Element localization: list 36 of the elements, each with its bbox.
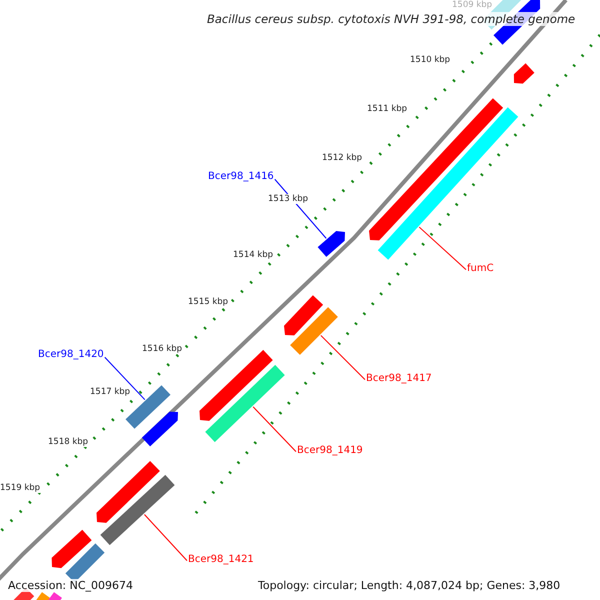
gene-block-pointed: [369, 98, 504, 240]
gene-block: [205, 364, 285, 442]
tick-label: 1512 kbp: [322, 153, 362, 163]
tick-label: 1509 kbp: [452, 0, 492, 10]
tick-label: 1517 kbp: [90, 387, 130, 397]
gene-block-pointed: [52, 530, 92, 568]
tick-label: 1516 kbp: [142, 344, 182, 354]
tick-label: 1510 kbp: [410, 55, 450, 65]
gene-block-pointed: [142, 412, 178, 446]
gene-block-pointed: [318, 231, 345, 257]
gene-label: Bcer98_1421: [188, 554, 254, 565]
accession-text: Accession: NC_009674: [8, 579, 134, 592]
tick-label: 1514 kbp: [233, 250, 274, 260]
leader-line: [320, 334, 366, 380]
gene-label: fumC: [467, 263, 494, 274]
gene-block: [100, 474, 175, 546]
leader-line: [252, 406, 296, 452]
tick-label: 1518 kbp: [48, 437, 88, 447]
leader-line: [418, 226, 466, 270]
tick-label: 1513 kbp: [268, 194, 308, 204]
gene-label: Bcer98_1419: [297, 445, 363, 456]
title: Bacillus cereus subsp. cytotoxis NVH 391-98, complete genome: [205, 12, 578, 26]
gene-block-pointed: [284, 295, 324, 336]
gene-block-pointed: [96, 461, 160, 523]
tick-label: 1511 kbp: [367, 104, 408, 114]
leader-line: [104, 356, 146, 400]
gene-label: Bcer98_1420: [38, 349, 104, 360]
gene-block-pointed: [514, 63, 534, 84]
genome-stats-text: Topology: circular; Length: 4,087,024 bp; Genes: 3,980: [258, 579, 560, 592]
gene-label: Bcer98_1416: [208, 171, 274, 182]
gene-label: Bcer98_1417: [366, 373, 432, 384]
gene-block-pointed: [200, 350, 273, 421]
gene-block: [290, 307, 338, 355]
leader-line: [144, 514, 188, 562]
tick-label: 1519 kbp: [0, 483, 40, 493]
tick-label: 1515 kbp: [188, 297, 228, 307]
